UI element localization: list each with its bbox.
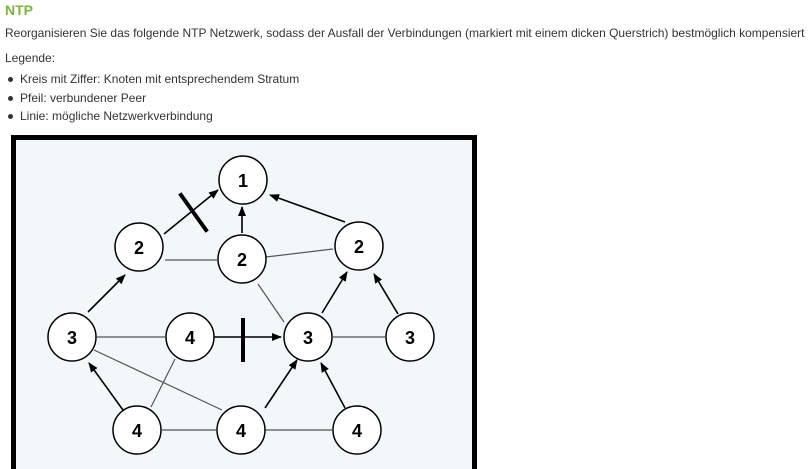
node-label: 3 (303, 328, 313, 348)
node-bottom-left-4: 4 (112, 405, 162, 455)
node-label: 4 (132, 421, 142, 441)
link-middle2-right2 (265, 248, 334, 258)
legend-item-circle: Kreis mit Ziffer: Knoten mit entsprechen… (5, 70, 299, 89)
node-label: 2 (354, 237, 364, 257)
node-middle-4: 4 (165, 312, 215, 362)
node-middle-2: 2 (217, 234, 267, 284)
legend-title: Legende: (5, 51, 56, 65)
node-left-3: 3 (47, 312, 97, 362)
node-right-3: 3 (385, 312, 435, 362)
ntp-network-diagram: 1 2 2 2 3 (11, 135, 477, 469)
node-top-1: 1 (218, 155, 268, 205)
legend-item-line: Linie: mögliche Netzwerkverbindung (5, 107, 299, 126)
node-label: 3 (67, 328, 77, 348)
node-label: 3 (405, 328, 415, 348)
node-label: 4 (185, 328, 195, 348)
node-center-3: 3 (283, 312, 333, 362)
node-label: 1 (238, 171, 248, 191)
legend-item-arrow: Pfeil: verbundener Peer (5, 89, 299, 108)
network-nodes: 1 2 2 2 3 (47, 155, 435, 455)
failure-markers (178, 192, 245, 362)
node-label: 4 (236, 421, 246, 441)
arrow-right3-right2 (373, 273, 399, 315)
node-label: 2 (237, 250, 247, 270)
link-left3-bottommiddle4 (93, 349, 223, 411)
node-bottom-right-4: 4 (332, 405, 382, 455)
arrow-bottomleft4-left3 (88, 362, 124, 411)
arrow-bottomright4-center3 (320, 362, 346, 409)
peer-arrows (87, 189, 399, 411)
node-right-2: 2 (334, 221, 384, 271)
failure-marker-left2-top1 (178, 192, 209, 233)
arrow-left3-left2 (87, 274, 126, 313)
node-label: 4 (352, 421, 362, 441)
arrow-center3-right2 (321, 271, 348, 314)
node-bottom-middle-4: 4 (216, 405, 266, 455)
arrow-right2-top1 (269, 194, 346, 223)
page-title: NTP (5, 2, 33, 18)
network-links (93, 248, 385, 431)
task-instruction: Reorganisieren Sie das folgende NTP Netz… (5, 26, 808, 40)
node-label: 2 (134, 238, 144, 258)
link-middle2-center3 (257, 283, 285, 323)
legend-list: Kreis mit Ziffer: Knoten mit entsprechen… (5, 70, 299, 126)
arrow-bottommiddle4-center3 (264, 359, 298, 409)
node-left-2: 2 (114, 222, 164, 272)
link-middle4-bottomleft4 (150, 358, 176, 408)
